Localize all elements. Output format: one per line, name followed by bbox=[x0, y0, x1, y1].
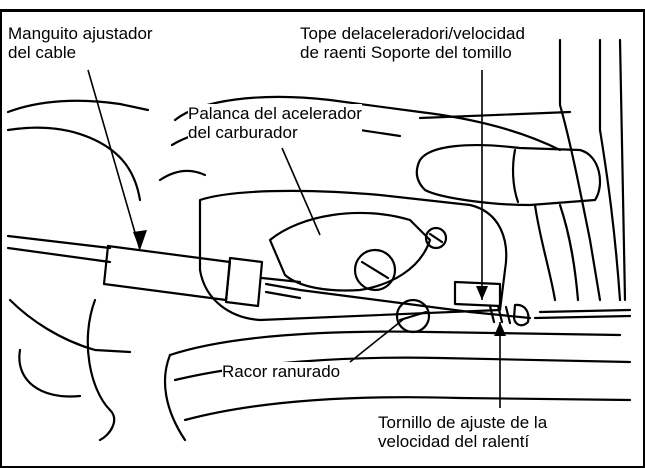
cover-line-2 bbox=[418, 110, 572, 120]
arrow-cable-sleeve bbox=[133, 230, 147, 250]
throttle-lever-shape bbox=[268, 211, 432, 292]
loose-wire bbox=[86, 298, 116, 442]
label-slotted-fitting-line1: Racor ranurado bbox=[222, 362, 341, 381]
adjuster-sleeve bbox=[102, 244, 232, 302]
leader-throttle-lever bbox=[281, 147, 321, 236]
cable-lower bbox=[6, 246, 112, 264]
lower-body-top bbox=[168, 330, 622, 357]
label-idle-screw-line1: Tornillo de ajuste de la bbox=[378, 413, 548, 432]
lower-body-bottom bbox=[183, 396, 632, 422]
idle-screw-head bbox=[512, 303, 530, 327]
grip-divider bbox=[511, 148, 520, 204]
housing-outline-left bbox=[6, 99, 150, 114]
label-throttle-lever-line1: Palanca del acelerador bbox=[188, 104, 362, 123]
idle-screw-threads bbox=[488, 304, 512, 325]
screwdriver bbox=[533, 308, 632, 320]
slotted-fitting bbox=[395, 298, 431, 334]
label-carburetor-throttle-lever: Palanca del acelerador del carburador bbox=[188, 104, 362, 142]
sleeve-threads bbox=[260, 276, 302, 300]
right-housing-2 bbox=[598, 38, 622, 302]
leader-slotted-fitting bbox=[349, 317, 406, 363]
housing-lobe-left bbox=[18, 348, 82, 398]
arrow-idle-screw bbox=[494, 322, 506, 336]
label-throttle-stop-line1: Tope delaceleradori/velocidad bbox=[300, 24, 525, 43]
top-border-band bbox=[0, 0, 645, 12]
label-throttle-stop-line2: de raenti Soporte del tomillo bbox=[300, 43, 512, 62]
label-throttle-lever-line2: del carburador bbox=[188, 123, 298, 142]
carburetor-body bbox=[198, 189, 508, 322]
lower-body-left bbox=[163, 353, 187, 442]
idle-screw-bracket bbox=[453, 280, 502, 308]
leader-cable-sleeve bbox=[87, 69, 141, 251]
handle-arm bbox=[533, 203, 557, 302]
housing-curve-left bbox=[6, 126, 142, 202]
label-idle-speed-screw: Tornillo de ajuste de la velocidad del r… bbox=[378, 413, 548, 451]
arrow-throttle-stop bbox=[476, 286, 488, 300]
cable-upper bbox=[6, 234, 112, 250]
upper-screw-slot bbox=[428, 232, 444, 244]
right-housing bbox=[558, 38, 602, 302]
pivot-slot bbox=[360, 260, 390, 280]
cover-line-3 bbox=[158, 169, 207, 182]
label-slotted-fitting: Racor ranurado bbox=[222, 362, 341, 381]
handle-grip bbox=[415, 144, 602, 207]
lever-pivot bbox=[353, 248, 397, 292]
lower-body-mid bbox=[173, 356, 632, 382]
label-idle-screw-line2: velocidad del ralentí bbox=[378, 432, 530, 451]
inner-wire bbox=[298, 288, 472, 314]
label-cable-adjuster-sleeve: Manguito ajustador del cable bbox=[8, 24, 153, 62]
handle-arm-2 bbox=[558, 203, 580, 302]
label-throttle-stop-bracket: Tope delaceleradori/velocidad de raenti … bbox=[300, 24, 525, 62]
housing-lower-left bbox=[8, 298, 132, 354]
right-housing-3 bbox=[618, 38, 627, 302]
sleeve-nut bbox=[224, 256, 264, 308]
upper-screw bbox=[424, 226, 448, 250]
label-cable-sleeve-line1: Manguito ajustador bbox=[8, 24, 153, 43]
label-cable-sleeve-line2: del cable bbox=[8, 43, 77, 62]
